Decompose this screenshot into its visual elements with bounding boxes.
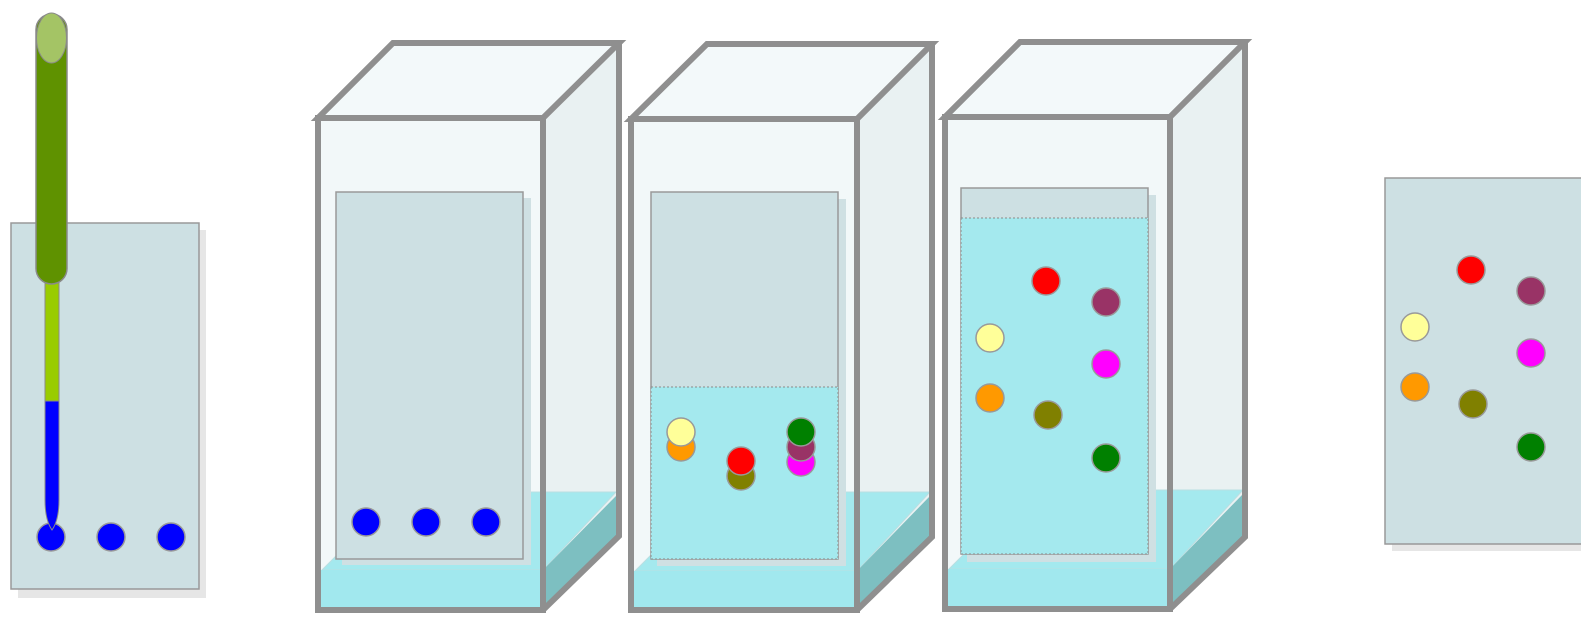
red-spot [1457, 256, 1485, 284]
plum-spot [1092, 288, 1120, 316]
tank-start [318, 43, 619, 610]
orange-spot [1401, 373, 1429, 401]
yellow-spot [667, 418, 695, 446]
tlc-plate [1385, 178, 1581, 544]
solvent-front-face [634, 571, 857, 610]
tlc-plate [336, 192, 523, 559]
solvent-front-face [948, 569, 1170, 609]
yellow-spot [976, 324, 1004, 352]
pipette-liquid [45, 401, 59, 530]
spotting-panel [11, 13, 206, 598]
sample-spot [157, 523, 185, 551]
tank-finished [945, 42, 1245, 609]
yellow-spot [1401, 313, 1429, 341]
pipette-bulb [37, 13, 67, 63]
sample-spot [412, 508, 440, 536]
green-spot [787, 418, 815, 446]
sample-spot [472, 508, 500, 536]
orange-spot [976, 384, 1004, 412]
green-spot [1517, 433, 1545, 461]
olive-spot [1034, 401, 1062, 429]
sample-spot [352, 508, 380, 536]
sample-spot [97, 523, 125, 551]
solvent-front-face [320, 570, 543, 610]
developed-plate-panel [1385, 178, 1581, 551]
red-spot [727, 447, 755, 475]
pipette-stem [45, 270, 59, 402]
plum-spot [1517, 277, 1545, 305]
tank-developing [631, 44, 932, 610]
magenta-spot [1517, 339, 1545, 367]
olive-spot [1459, 390, 1487, 418]
green-spot [1092, 444, 1120, 472]
magenta-spot [1092, 350, 1120, 378]
red-spot [1032, 267, 1060, 295]
